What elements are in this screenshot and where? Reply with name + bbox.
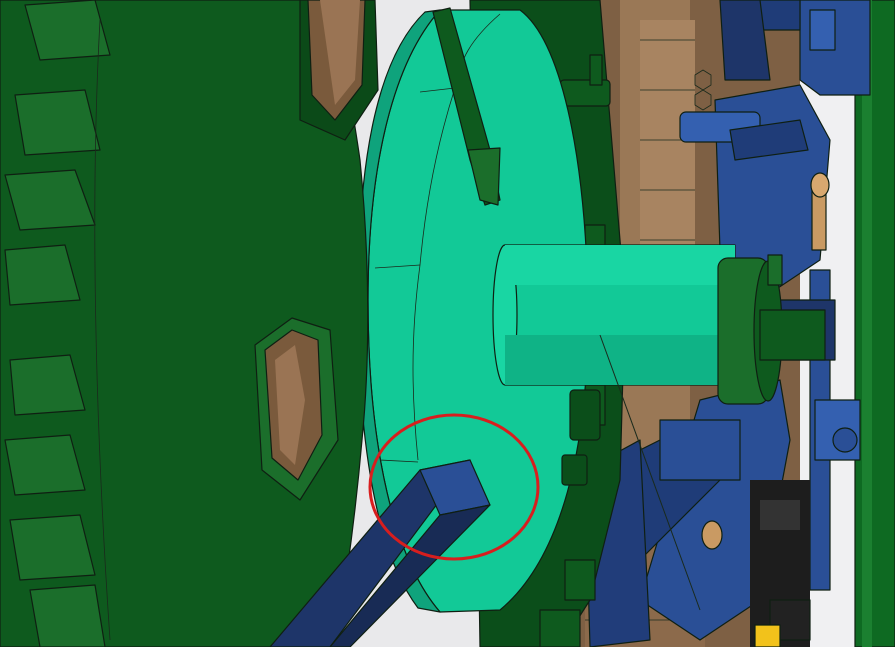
teal-shaft[interactable] bbox=[492, 244, 736, 611]
gear-window-top bbox=[299, 0, 379, 141]
green-collar bbox=[717, 254, 826, 405]
square-shaft[interactable] bbox=[269, 459, 491, 647]
dark-components bbox=[750, 480, 811, 647]
pointer-hand[interactable] bbox=[432, 7, 501, 206]
gear-window-middle bbox=[254, 317, 339, 501]
blue-mechanism bbox=[584, 0, 871, 647]
gear-teeth-left bbox=[4, 0, 111, 647]
yellow-component bbox=[754, 624, 781, 647]
green-post-highlight bbox=[862, 0, 872, 647]
disc-gear-teeth-right bbox=[561, 389, 601, 486]
red-annotation-ellipse bbox=[368, 413, 540, 561]
green-post-right bbox=[854, 0, 895, 647]
large-green-gear bbox=[0, 0, 379, 647]
wooden-peg bbox=[701, 172, 830, 550]
